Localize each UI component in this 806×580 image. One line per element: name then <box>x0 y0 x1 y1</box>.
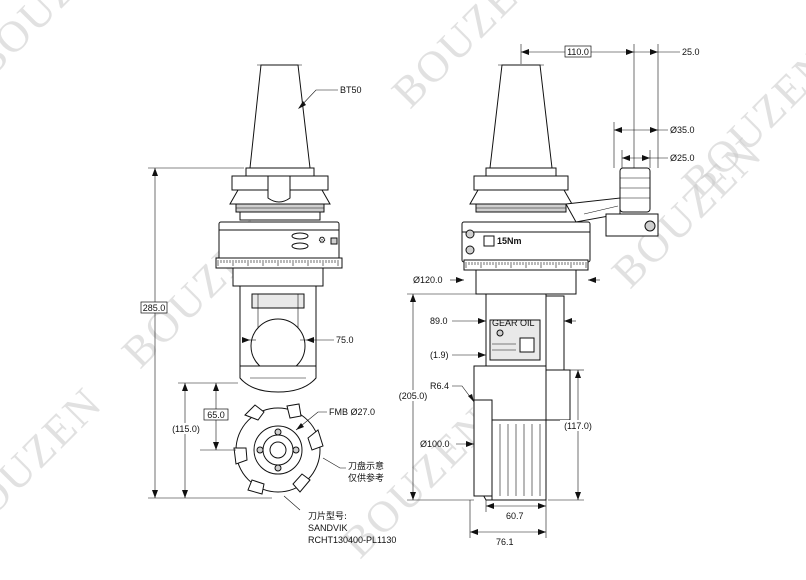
right-taper <box>489 64 553 169</box>
right-view: 15Nm GEAR OIL <box>396 44 700 547</box>
left-flange-top <box>245 167 315 177</box>
watermark-1: BOUZEN <box>0 0 132 87</box>
right-dimensions: 110.0 25.0 Ø35.0 Ø25.0 Ø120.0 89.0 <box>396 44 700 547</box>
dim-25-top: 25.0 <box>682 47 700 57</box>
watermark-5: BOUZEN <box>0 378 112 547</box>
dim-35: Ø35.0 <box>670 125 695 135</box>
insert-label-1: 刀片型号: <box>308 510 347 522</box>
dim-r6-4: R6.4 <box>430 381 449 391</box>
dim-100: Ø100.0 <box>420 439 450 449</box>
left-spindle-circle <box>250 318 306 374</box>
cutter-note-2: 仅供参考 <box>348 472 384 484</box>
dim-117: (117.0) <box>564 421 592 431</box>
dim-25-dia: Ø25.0 <box>670 153 695 163</box>
dim-110: 110.0 <box>567 47 589 57</box>
right-side-arm <box>565 167 659 237</box>
dim-285: 285.0 <box>143 303 166 313</box>
gear-oil-label: GEAR OIL <box>492 318 535 328</box>
dim-60-7: 60.7 <box>506 511 524 521</box>
left-dimensions: 285.0 (115.0) 65.0 75.0 BT50 FMB Ø27.0 <box>140 85 396 545</box>
dim-115: (115.0) <box>172 424 200 434</box>
svg-text:⚙: ⚙ <box>318 235 326 245</box>
right-head-block <box>461 221 591 263</box>
left-view: ⚙ <box>140 64 396 545</box>
dim-76-1: 76.1 <box>496 537 514 547</box>
dim-205: (205.0) <box>399 391 428 401</box>
left-cutter <box>233 403 324 495</box>
cutter-note-1: 刀盘示意 <box>348 460 384 472</box>
dim-1-9: (1.9) <box>430 350 449 360</box>
torque-label: 15Nm <box>497 236 522 246</box>
insert-label-2: SANDVIK <box>308 523 348 533</box>
label-fmb: FMB Ø27.0 <box>329 407 375 417</box>
left-taper <box>249 64 311 169</box>
dim-120: Ø120.0 <box>413 275 443 285</box>
dim-75: 75.0 <box>336 335 354 345</box>
left-drive-key <box>267 175 291 203</box>
dim-89: 89.0 <box>430 316 448 326</box>
label-bt50: BT50 <box>340 85 362 95</box>
watermarks: BOUZEN BOUZEN BOUZEN BOUZEN BOUZEN BOUZE… <box>0 0 806 567</box>
insert-label-3: RCHT130400-PL1130 <box>308 535 396 545</box>
dim-65: 65.0 <box>207 410 225 420</box>
